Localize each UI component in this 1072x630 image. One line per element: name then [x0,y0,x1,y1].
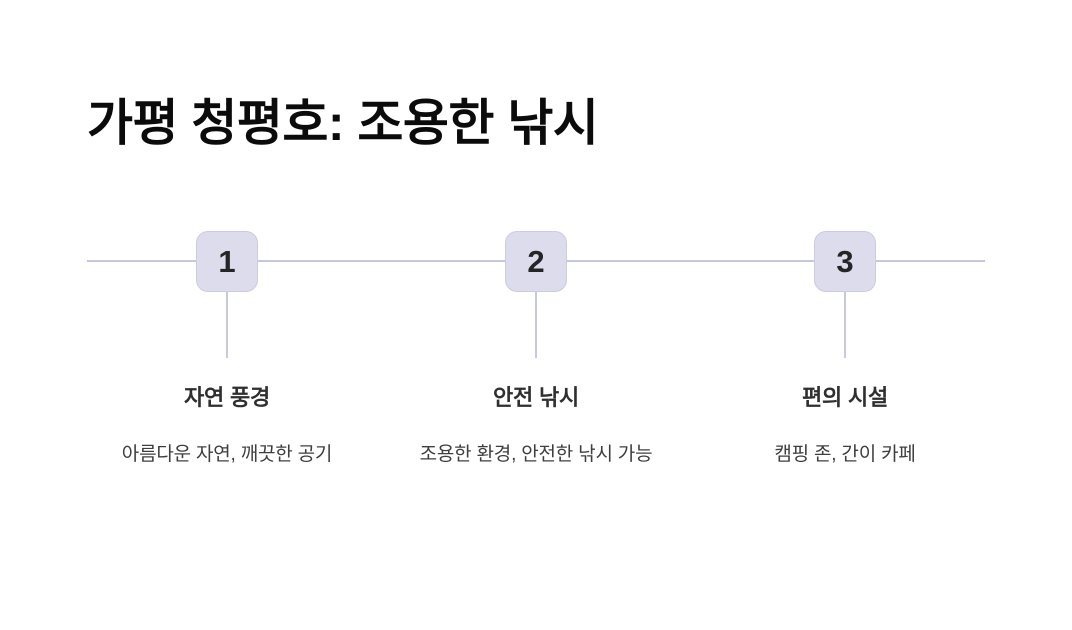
milestone-connector-3 [844,292,846,358]
timeline-milestone-2[interactable]: 2 [505,231,567,292]
timeline-step-3: 편의 시설 캠핑 존, 간이 카페 [715,384,975,471]
step-heading-1: 자연 풍경 [183,385,271,410]
timeline-step-1: 자연 풍경 아름다운 자연, 깨끗한 공기 [97,384,357,471]
timeline-milestone-1[interactable]: 1 [196,231,258,292]
milestone-number-1: 1 [218,244,236,279]
step-description-3: 캠핑 존, 간이 카페 [774,444,916,465]
step-description-1: 아름다운 자연, 깨끗한 공기 [121,444,333,465]
milestone-number-2: 2 [527,244,545,279]
page-title: 가평 청평호: 조용한 낚시 [87,95,599,151]
step-heading-3: 편의 시설 [801,385,889,410]
step-description-2: 조용한 환경, 안전한 낚시 가능 [419,444,653,465]
timeline-step-2: 안전 낚시 조용한 환경, 안전한 낚시 가능 [406,384,666,471]
milestone-connector-1 [226,292,228,358]
milestone-connector-2 [535,292,537,358]
milestone-number-3: 3 [836,244,854,279]
step-heading-2: 안전 낚시 [492,385,580,410]
timeline-milestone-3[interactable]: 3 [814,231,876,292]
